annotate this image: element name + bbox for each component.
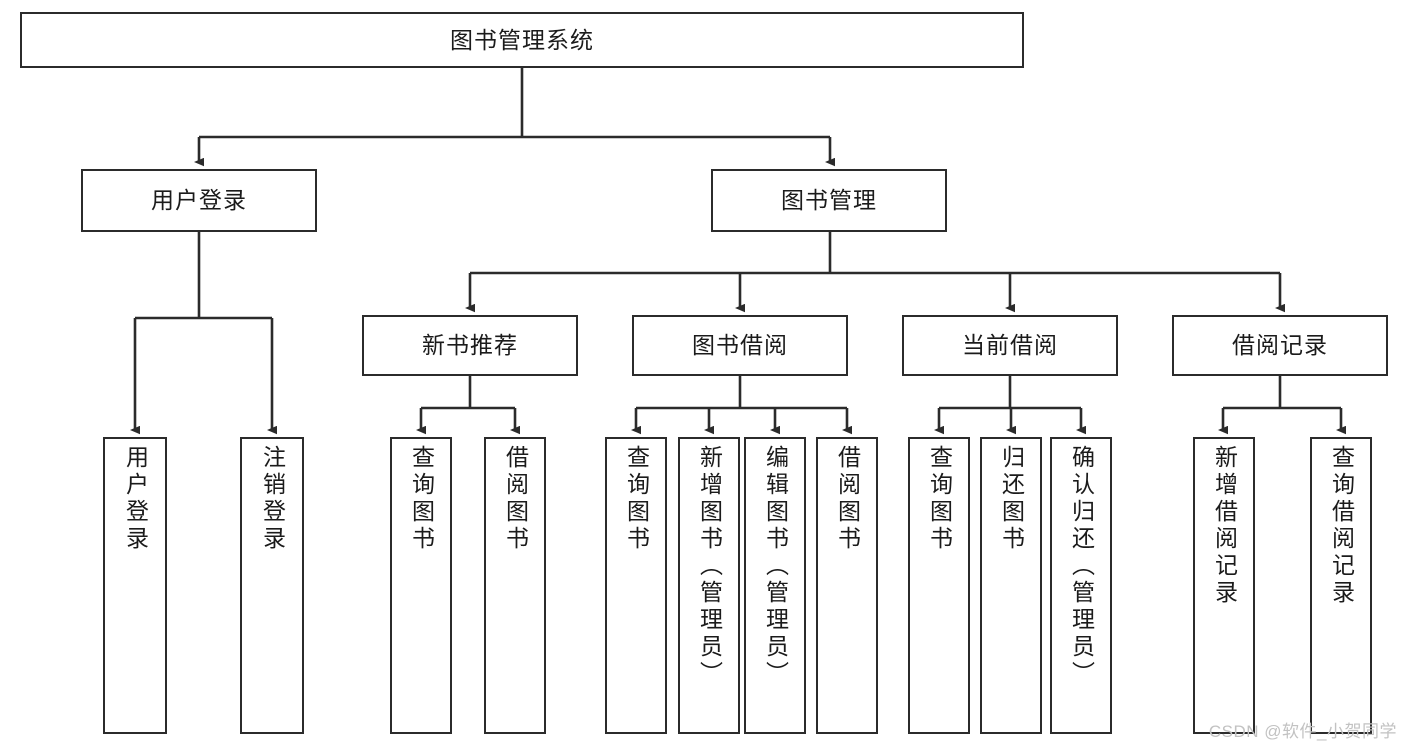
node-leaf-query-book-2[interactable]: 查询图书 [605,437,667,734]
node-leaf-query-book-3-label: 查询图书 [926,445,953,553]
node-borrow-record-label: 借阅记录 [1232,332,1328,359]
node-leaf-user-login-label: 用户登录 [122,445,149,553]
node-leaf-add-book[interactable]: 新增图书（管理员） [678,437,740,734]
node-leaf-logout-login[interactable]: 注销登录 [240,437,304,734]
node-leaf-confirm-return-label: 确认归还（管理员） [1068,445,1095,688]
node-leaf-query-book-1[interactable]: 查询图书 [390,437,452,734]
node-leaf-add-record[interactable]: 新增借阅记录 [1193,437,1255,734]
node-borrow-record[interactable]: 借阅记录 [1172,315,1388,376]
node-leaf-borrow-book-1-label: 借阅图书 [502,445,529,553]
node-user-login[interactable]: 用户登录 [81,169,317,232]
node-leaf-logout-login-label: 注销登录 [259,445,286,553]
node-leaf-add-book-label: 新增图书（管理员） [696,445,723,688]
node-book-borrow-label: 图书借阅 [692,332,788,359]
node-leaf-query-record-label: 查询借阅记录 [1328,445,1355,607]
node-book-management[interactable]: 图书管理 [711,169,947,232]
node-leaf-add-record-label: 新增借阅记录 [1211,445,1238,607]
node-current-borrow[interactable]: 当前借阅 [902,315,1118,376]
node-book-borrow[interactable]: 图书借阅 [632,315,848,376]
node-leaf-borrow-book-2[interactable]: 借阅图书 [816,437,878,734]
node-current-borrow-label: 当前借阅 [962,332,1058,359]
node-new-book-recommend-label: 新书推荐 [422,332,518,359]
node-leaf-query-book-3[interactable]: 查询图书 [908,437,970,734]
node-leaf-return-book-label: 归还图书 [998,445,1025,553]
node-leaf-user-login[interactable]: 用户登录 [103,437,167,734]
node-leaf-borrow-book-2-label: 借阅图书 [834,445,861,553]
node-leaf-borrow-book-1[interactable]: 借阅图书 [484,437,546,734]
node-leaf-query-book-2-label: 查询图书 [623,445,650,553]
node-book-management-label: 图书管理 [781,187,877,214]
node-leaf-edit-book-label: 编辑图书（管理员） [762,445,789,688]
node-leaf-confirm-return[interactable]: 确认归还（管理员） [1050,437,1112,734]
node-new-book-recommend[interactable]: 新书推荐 [362,315,578,376]
node-leaf-query-book-1-label: 查询图书 [408,445,435,553]
node-user-login-label: 用户登录 [151,187,247,214]
node-root-label: 图书管理系统 [450,26,594,53]
watermark: CSDN @软件_小贺同学 [1208,722,1397,741]
node-leaf-edit-book[interactable]: 编辑图书（管理员） [744,437,806,734]
node-leaf-query-record[interactable]: 查询借阅记录 [1310,437,1372,734]
node-leaf-return-book[interactable]: 归还图书 [980,437,1042,734]
node-root[interactable]: 图书管理系统 [20,12,1024,68]
